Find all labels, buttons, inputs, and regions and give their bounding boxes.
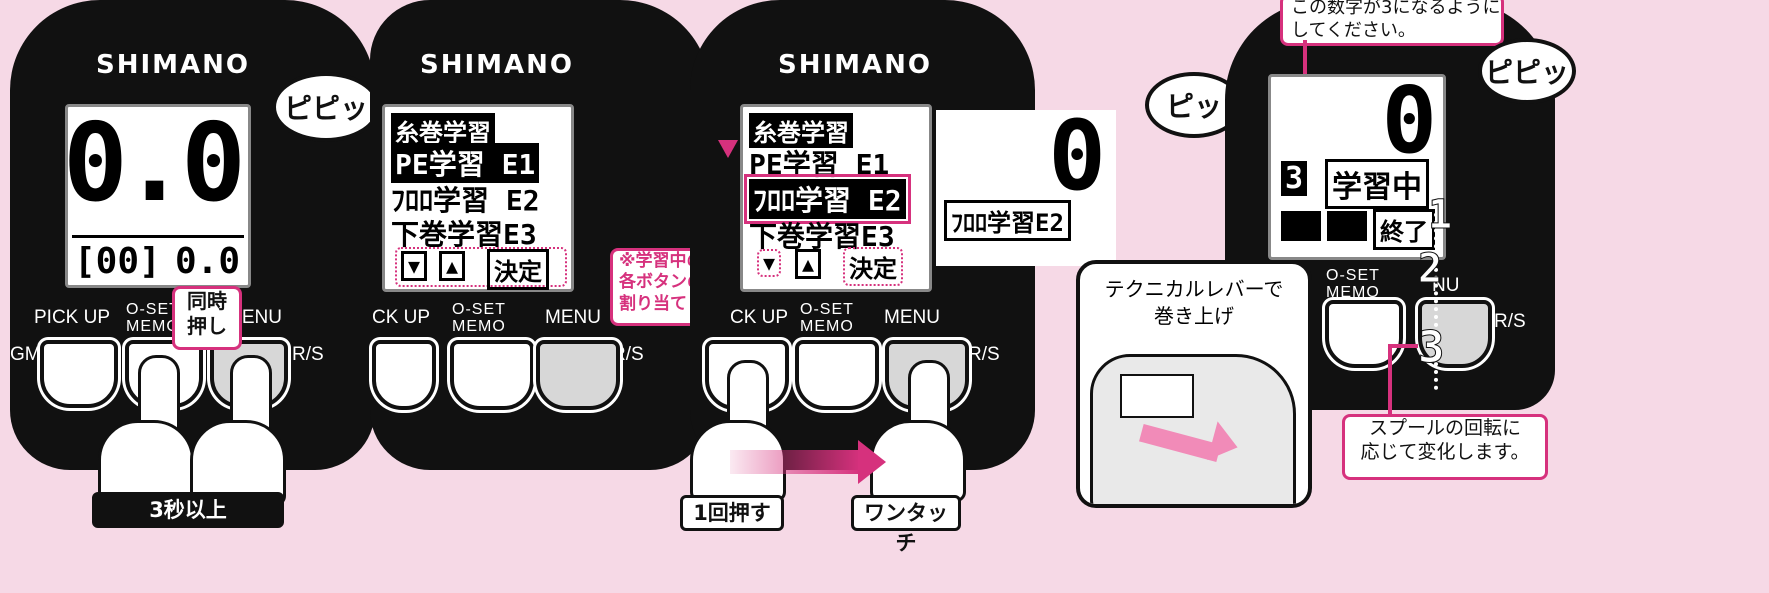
one-touch-tag: ワンタッチ bbox=[851, 495, 961, 555]
spool-pointer-line-icon bbox=[1388, 344, 1418, 348]
button-row: ▼ ▲ 決定 bbox=[753, 247, 921, 286]
beep-bubble: ピピッ bbox=[1478, 38, 1576, 104]
confirm-label: 決定 bbox=[487, 249, 549, 290]
menu-item-pe[interactable]: PE学習 E1 bbox=[391, 143, 540, 183]
note-text: スプールの回転に 応じて変化します。 bbox=[1360, 417, 1530, 463]
pickup-button[interactable] bbox=[40, 340, 118, 408]
display-main-value: 0 bbox=[1381, 67, 1437, 174]
scroll-down-arrow-icon bbox=[718, 140, 738, 158]
up-triangle-icon: ▲ bbox=[795, 249, 822, 279]
menu-item-pe[interactable]: PE学習 E1 bbox=[749, 148, 890, 181]
menu-button[interactable] bbox=[1418, 300, 1492, 368]
callout-text: ※学習中の 各ボタンの 割り当て bbox=[619, 251, 704, 314]
oset-memo-button[interactable] bbox=[450, 340, 534, 410]
learning-status: 学習中 bbox=[1325, 159, 1429, 209]
menu-button[interactable] bbox=[536, 340, 620, 410]
lcd-menu: 糸巻学習 PE学習 E1 ﾌﾛﾛ学習 E2 下巻学習E3 ▼ ▲ 決定 bbox=[382, 104, 574, 292]
pickup-label: CK UP bbox=[730, 307, 789, 328]
menu-label: MENU bbox=[884, 307, 940, 328]
transition-arrow-icon bbox=[730, 450, 860, 474]
down-triangle-icon: ▼ bbox=[401, 251, 428, 281]
pickup-button[interactable] bbox=[372, 340, 436, 410]
end-label: 終了 bbox=[1373, 209, 1435, 250]
gm-label: GM bbox=[10, 344, 41, 365]
brand-logo: SHIMANO bbox=[778, 50, 933, 80]
brand-logo: SHIMANO bbox=[420, 50, 575, 80]
oset-memo-button[interactable] bbox=[795, 340, 879, 410]
scale-mark-2: 2 bbox=[1417, 246, 1443, 293]
rs-label: R/S bbox=[968, 344, 1000, 365]
menu-item-fluoro-selected[interactable]: ﾌﾛﾛ学習 E2 bbox=[744, 174, 911, 224]
learn-count: 3 bbox=[1281, 161, 1308, 196]
display-main-value: 0 bbox=[1048, 100, 1106, 212]
display-sub-right: 0.0 bbox=[174, 241, 240, 282]
transition-arrowhead-icon bbox=[858, 440, 886, 484]
confirm-label: 決定 bbox=[843, 247, 903, 286]
menu-title: 糸巻学習 bbox=[749, 113, 853, 148]
menu-title: 糸巻学習 bbox=[391, 113, 495, 148]
up-triangle-icon: ▲ bbox=[439, 251, 466, 281]
reel-screen-shape bbox=[1120, 374, 1194, 418]
spool-rotation-note: スプールの回転に 応じて変化します。 bbox=[1342, 414, 1548, 480]
lcd-display: 0.0 [00] 0.0 bbox=[62, 101, 251, 288]
rs-label: R/S bbox=[1494, 311, 1526, 332]
lcd-learning: 0 3 学習中 終了 bbox=[1268, 67, 1446, 260]
simultaneous-press-callout: 同時 押し bbox=[172, 286, 242, 350]
callout-text: 同時 押し bbox=[187, 289, 227, 338]
brand-logo: SHIMANO bbox=[96, 50, 251, 80]
spool-pointer-vertical-icon bbox=[1388, 344, 1392, 414]
press-once-tag: 1回押す bbox=[680, 495, 784, 531]
lcd-menu: 糸巻学習 PE学習 E1 ﾌﾛﾛ学習 E2 下巻学習E3 ▼ ▲ 決定 bbox=[740, 104, 932, 292]
key-assignment-row: ▼ ▲ 決定 bbox=[395, 247, 567, 290]
menu-item-underline[interactable]: 下巻学習E3 bbox=[391, 218, 537, 251]
hold-duration-banner: 3秒以上 bbox=[92, 492, 284, 528]
scale-mark-3: 3 bbox=[1418, 322, 1445, 374]
down-triangle-icon: ▼ bbox=[757, 249, 782, 277]
pickup-label: PICK UP bbox=[34, 307, 111, 328]
lcd-zoom-panel: 0 ﾌﾛﾛ学習E2 bbox=[936, 100, 1116, 266]
pickup-label: CK UP bbox=[372, 307, 431, 328]
menu-item-fluoro[interactable]: ﾌﾛﾛ学習 E2 bbox=[391, 184, 540, 217]
display-label: ﾌﾛﾛ学習E2 bbox=[944, 200, 1071, 241]
display-main-value: 0.0 bbox=[62, 101, 246, 226]
beep-bubble: ピピッ bbox=[272, 72, 380, 142]
menu-label: MENU bbox=[545, 307, 601, 328]
scale-mark-1: 1 bbox=[1427, 192, 1453, 239]
note-text: この数字が3になるように してください。 bbox=[1291, 0, 1501, 41]
lever-illustration: テクニカルレバーで 巻き上げ bbox=[1076, 260, 1312, 508]
rs-label: R/S bbox=[292, 344, 324, 365]
scale-track bbox=[1434, 150, 1438, 390]
menu-label: NU bbox=[1432, 275, 1460, 296]
lcd-divider bbox=[72, 235, 244, 238]
lever-note-text: テクニカルレバーで 巻き上げ bbox=[1104, 277, 1284, 328]
display-sub-left: [00] bbox=[74, 241, 161, 282]
target-count-note: この数字が3になるように してください。 bbox=[1280, 0, 1504, 46]
blank-block-2 bbox=[1327, 211, 1367, 241]
blank-block-1 bbox=[1281, 211, 1321, 241]
